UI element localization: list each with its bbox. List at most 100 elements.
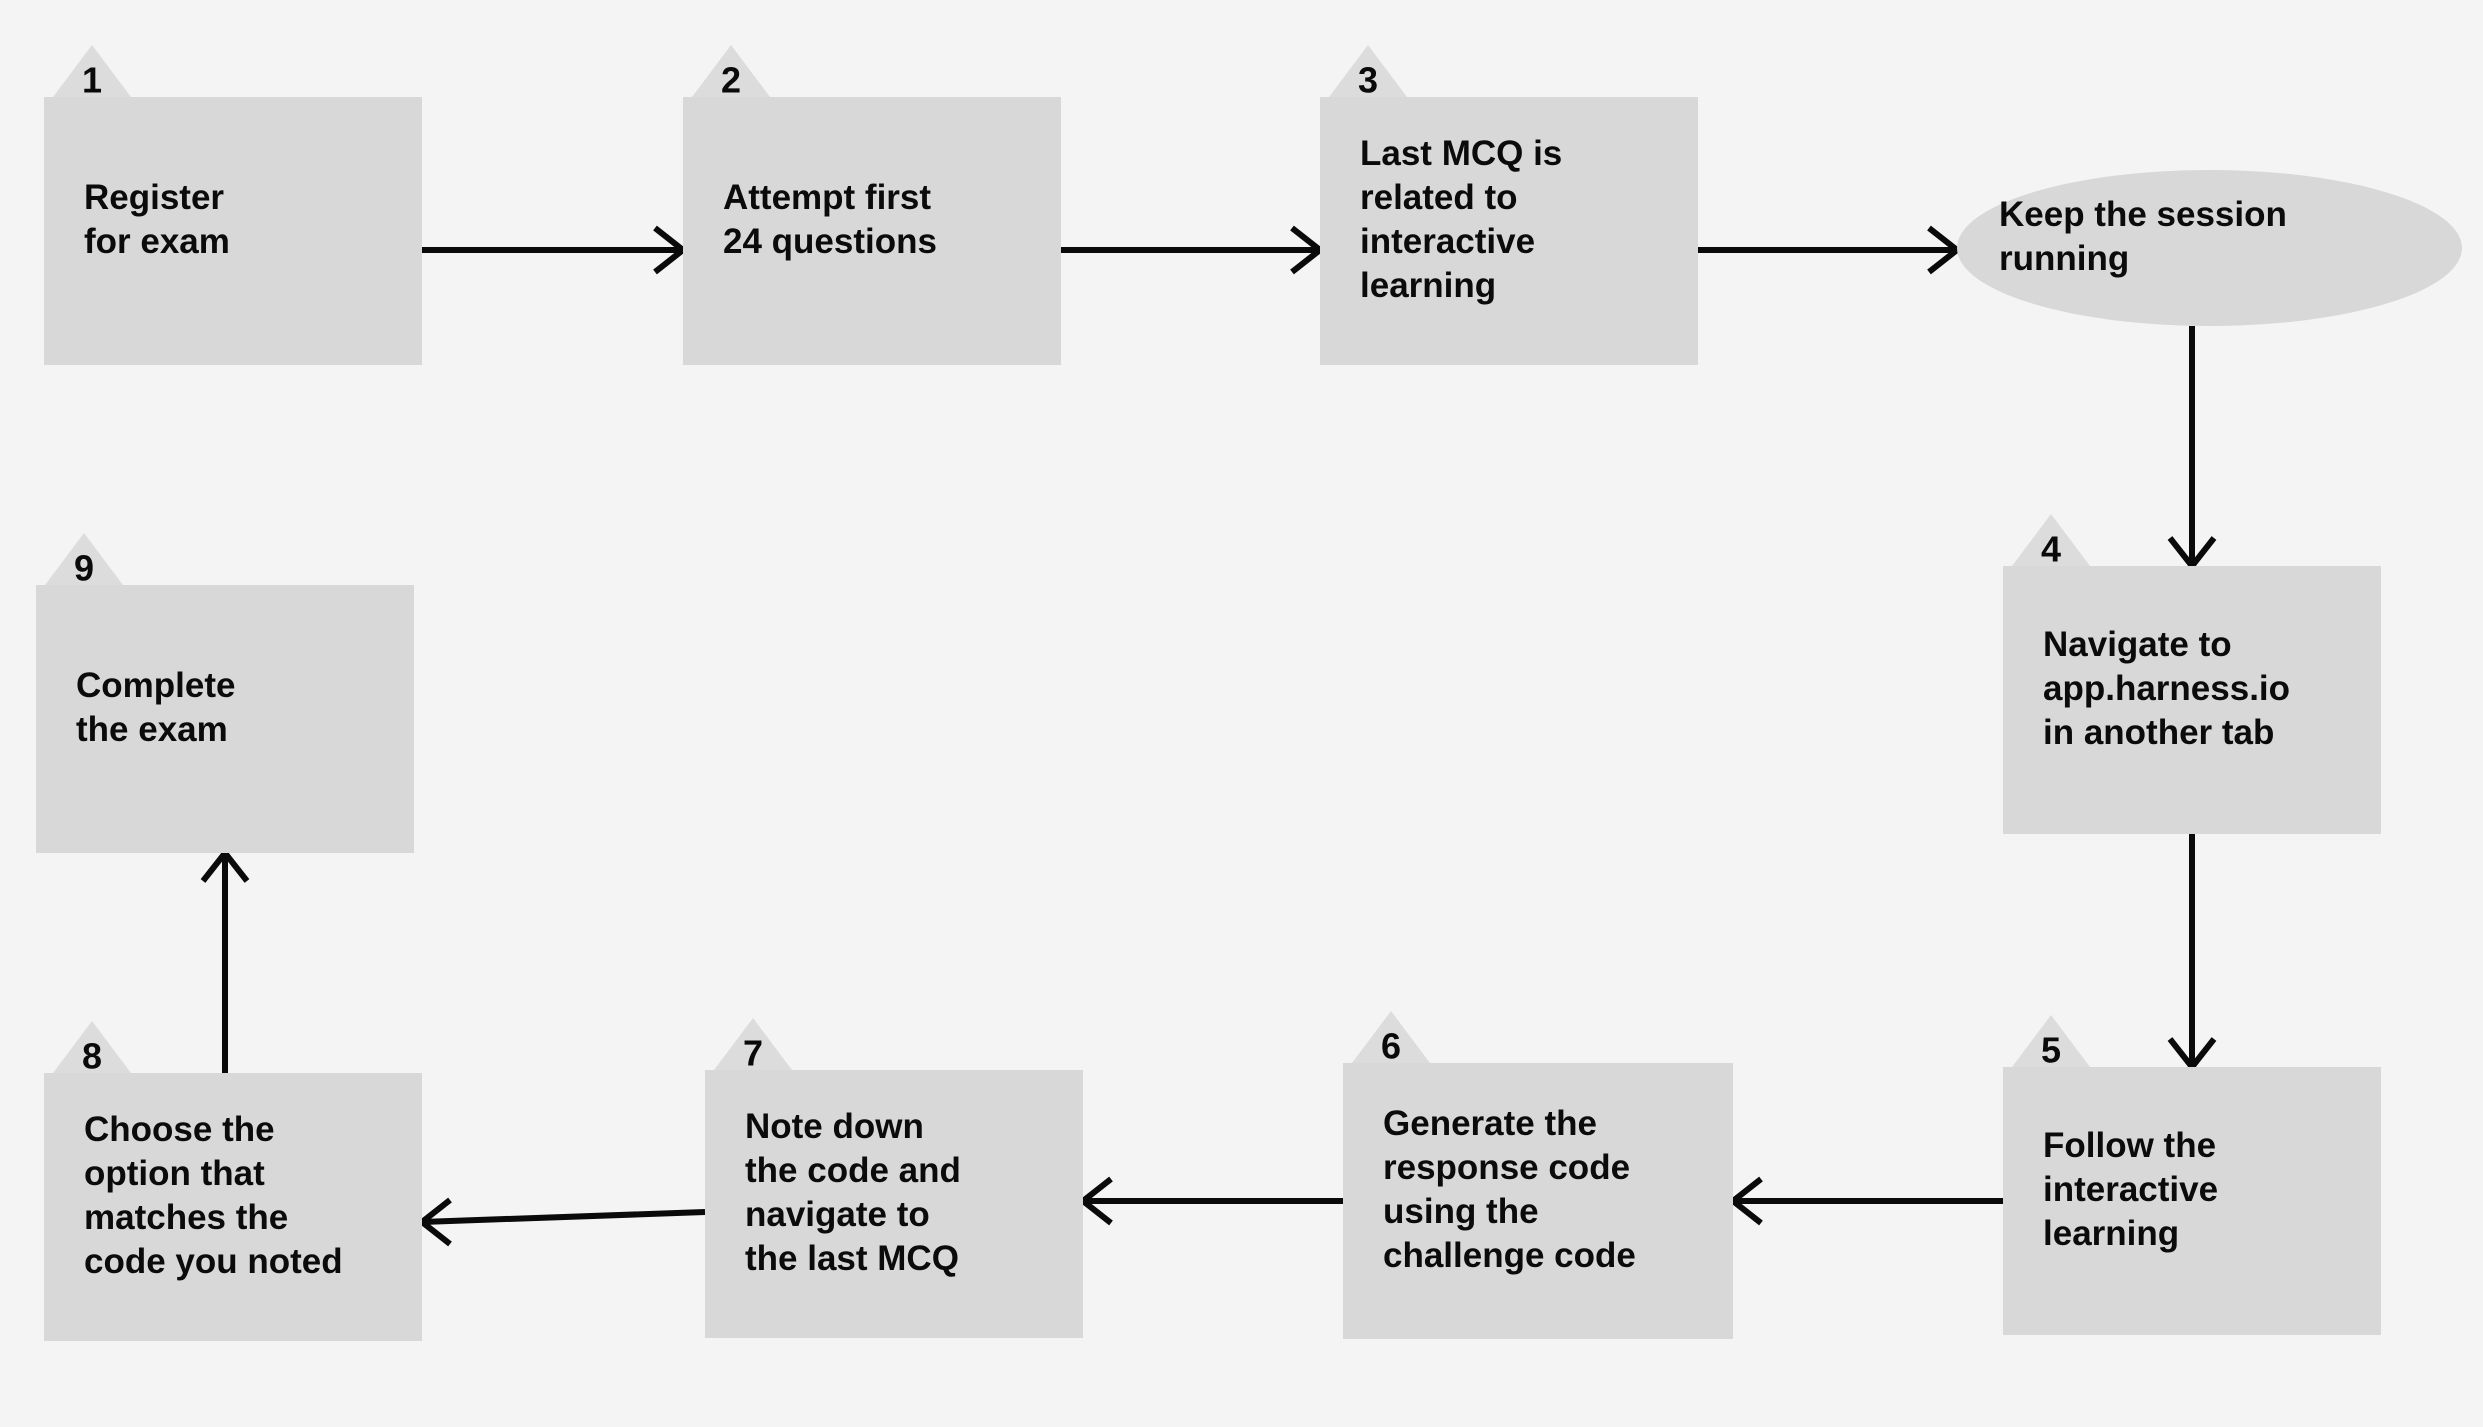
flow-arrow-n4-to-n5 [2167,834,2217,1072]
node-label: Last MCQ is related to interactive learning [1360,134,1562,305]
tag-triangle-icon [45,533,123,585]
tag-triangle-icon [2012,514,2090,566]
node-label-line: using the [1383,1192,1539,1231]
node-label-line: the exam [76,710,228,749]
node-rect[interactable] [2003,1067,2381,1335]
flow-arrow-n6-to-n7 [1078,1176,1343,1226]
node-label-line: the code and [745,1151,961,1190]
step-number-tag: 6 [1352,1011,1430,1067]
node-label-line: related to [1360,178,1518,217]
node-label-line: learning [1360,266,1496,305]
node-label-line: Keep the session [1999,195,2287,234]
arrow-head-icon [1927,225,1962,275]
step-number-tag: 1 [53,45,131,101]
node-label-line: response code [1383,1148,1630,1187]
node-rect[interactable] [44,97,422,365]
tag-triangle-icon [1352,1011,1430,1063]
step-number-tag: 5 [2012,1015,2090,1071]
node-label: Complete the exam [76,666,235,749]
node-label-line: option that [84,1154,265,1193]
node-label: Follow the interactive learning [2043,1126,2218,1253]
node-label-line: 24 questions [723,222,937,261]
tag-triangle-icon [2012,1015,2090,1067]
step-number-label: 9 [74,548,94,589]
node-label: Attempt first 24 questions [723,178,937,261]
step-number-label: 4 [2041,529,2061,570]
tag-triangle-icon [714,1018,792,1070]
flow-arrow-n_session-to-n4 [2167,326,2217,571]
tag-triangle-icon [53,45,131,97]
step-number-tag: 4 [2012,514,2090,570]
node-ellipse[interactable] [1957,170,2462,326]
step-number-tag: 8 [53,1021,131,1077]
node-rect[interactable] [1343,1063,1733,1339]
step-number-label: 5 [2041,1030,2061,1071]
arrow-shaft [421,1209,706,1225]
flow-arrow-n8-to-n9 [200,848,250,1073]
edges-layer [200,225,2217,1247]
step-number-label: 3 [1358,60,1378,101]
node-label: Keep the session running [1999,195,2287,278]
node-label-line: code you noted [84,1242,343,1281]
node-label-line: running [1999,239,2129,278]
node-label-line: Complete [76,666,235,705]
node-rect[interactable] [36,585,414,853]
node-label-line: learning [2043,1214,2179,1253]
node-label-line: the last MCQ [745,1239,959,1278]
node-label-line: Attempt first [723,178,931,217]
node-label-line: app.harness.io [2043,669,2290,708]
step-number-tag: 7 [714,1018,792,1074]
node-rect[interactable] [2003,566,2381,834]
node-label: Navigate to app.harness.io in another tab [2043,625,2290,752]
tag-triangle-icon [692,45,770,97]
node-label-line: for exam [84,222,230,261]
node-rect[interactable] [683,97,1061,365]
flow-arrow-n5-to-n6 [1728,1176,2003,1226]
node-label-line: interactive [2043,1170,2218,1209]
node-label: Note down the code and navigate to the last… [745,1107,961,1278]
step-number-label: 1 [82,60,102,101]
node-label-line: in another tab [2043,713,2274,752]
node-label: Register for exam [84,178,230,261]
flow-arrow-n7-to-n8 [417,1197,706,1247]
node-label-line: matches the [84,1198,288,1237]
node-label-line: challenge code [1383,1236,1636,1275]
step-number-tag: 2 [692,45,770,101]
flow-node-n_session[interactable]: Keep the session running [1957,170,2462,326]
node-rect[interactable] [705,1070,1083,1338]
node-rect[interactable] [44,1073,422,1341]
step-number-label: 6 [1381,1026,1401,1067]
flow-arrow-n2-to-n3 [1061,225,1325,275]
node-label: Choose the option that matches the code you… [84,1110,343,1281]
step-number-tag: 9 [45,533,123,589]
node-label-line: interactive [1360,222,1535,261]
step-number-label: 7 [743,1033,763,1074]
node-label-line: Last MCQ is [1360,134,1562,173]
node-label-line: Note down [745,1107,924,1146]
node-label-line: Navigate to [2043,625,2232,664]
node-label-line: Follow the [2043,1126,2216,1165]
step-number-tag: 3 [1329,45,1407,101]
flow-arrow-n1-to-n2 [422,225,688,275]
node-label-line: navigate to [745,1195,930,1234]
node-label-line: Choose the [84,1110,275,1149]
node-label-line: Register [84,178,224,217]
flow-arrow-n3-to-n_session [1698,225,1962,275]
tag-triangle-icon [53,1021,131,1073]
step-number-label: 8 [82,1036,102,1077]
tag-triangle-icon [1329,45,1407,97]
node-rect[interactable] [1320,97,1698,365]
